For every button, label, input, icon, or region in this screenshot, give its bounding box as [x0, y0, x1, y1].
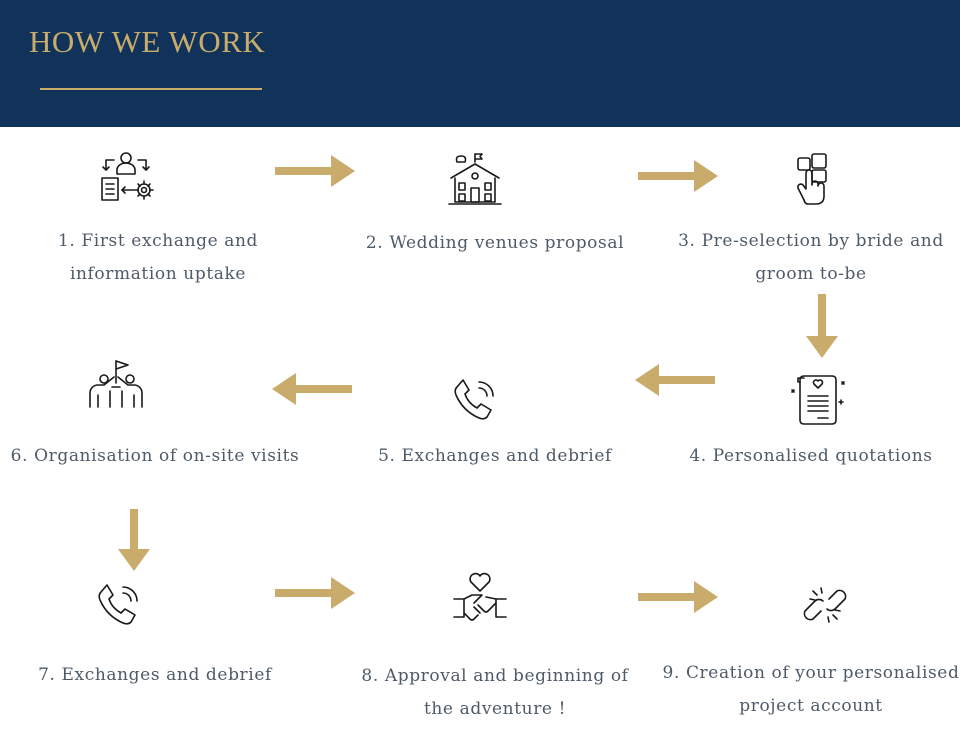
- arrow-left-4-to-5: [635, 364, 715, 396]
- team-flag-icon: [86, 357, 146, 417]
- hand-selection-icon: [782, 150, 842, 210]
- step-8-label: 8. Approval and beginning of the adventu…: [361, 666, 629, 719]
- arrow-left-5-to-6: [272, 373, 352, 405]
- step-5-label: 5. Exchanges and debrief: [378, 446, 612, 466]
- chain-link-icon: [795, 575, 855, 635]
- step-7-label: 7. Exchanges and debrief: [38, 665, 272, 685]
- consultant-process-icon: [98, 148, 158, 208]
- step-1-label: 1. First exchange and information uptake: [57, 231, 259, 284]
- arrow-right-2-to-3: [638, 160, 718, 192]
- arrow-down-6-to-7: [118, 509, 150, 571]
- venue-building-icon: [445, 150, 505, 210]
- arrow-right-1-to-2: [275, 155, 355, 187]
- step-3-label: 3. Pre-selection by bride and groom to-b…: [678, 231, 944, 284]
- arrow-right-8-to-9: [638, 581, 718, 613]
- heart-handshake-icon: [450, 567, 510, 627]
- phone-call-icon: [89, 575, 149, 635]
- step-4-label: 4. Personalised quotations: [689, 446, 933, 466]
- header-banner: HOW WE WORK: [0, 0, 960, 127]
- phone-call-icon: [445, 370, 505, 430]
- arrow-right-7-to-8: [275, 577, 355, 609]
- arrow-down-3-to-4: [806, 294, 838, 358]
- page-title: HOW WE WORK: [29, 24, 266, 59]
- title-underline: [40, 88, 262, 90]
- step-9-label: 9. Creation of your personalised project…: [662, 663, 960, 716]
- step-6-label: 6. Organisation of on-site visits: [10, 446, 300, 466]
- step-2-label: 2. Wedding venues proposal: [365, 233, 625, 253]
- quotation-document-icon: [788, 370, 848, 430]
